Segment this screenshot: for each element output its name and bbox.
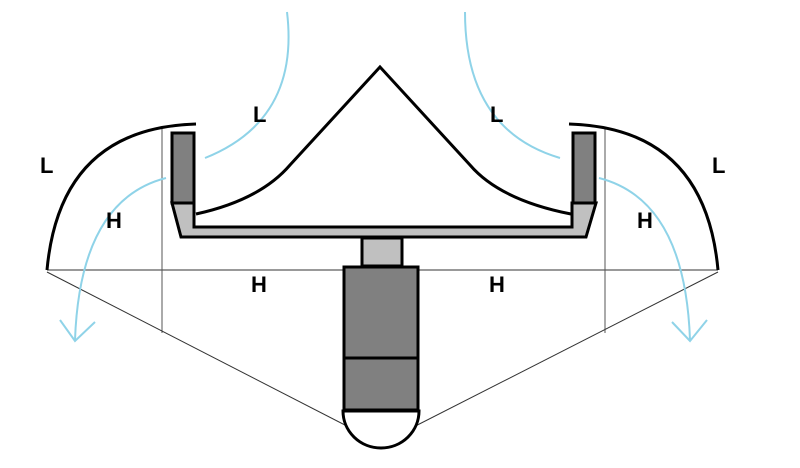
label-low-right-outer: L (712, 153, 725, 178)
right-side-wall (571, 131, 597, 205)
right-arrowhead-icon (671, 319, 708, 343)
neck (360, 236, 404, 268)
label-high-left-outer: H (106, 208, 122, 233)
label-low-right-inner: L (490, 102, 503, 127)
left-inflow-arrow (204, 11, 290, 159)
left-outer-arc (45, 122, 197, 271)
body-upper (342, 265, 420, 360)
label-high-left-inner: H (251, 272, 267, 297)
left-outflow-arrow (74, 177, 167, 341)
label-low-left-outer: L (40, 153, 53, 178)
dome (341, 409, 421, 450)
tray (170, 201, 599, 239)
label-high-right-inner: H (489, 272, 505, 297)
left-side-wall (170, 131, 196, 205)
label-high-right-outer: H (637, 208, 653, 233)
right-outflow-arrow (598, 177, 691, 341)
left-arrowhead-icon (59, 319, 96, 343)
right-inflow-arrow (464, 11, 561, 159)
right-diagonal-guide (383, 271, 719, 443)
label-low-left-inner: L (253, 102, 266, 127)
center-cone (195, 64, 572, 216)
left-diagonal-guide (46, 271, 379, 443)
right-outer-arc (568, 122, 720, 271)
body-lower (342, 356, 420, 412)
